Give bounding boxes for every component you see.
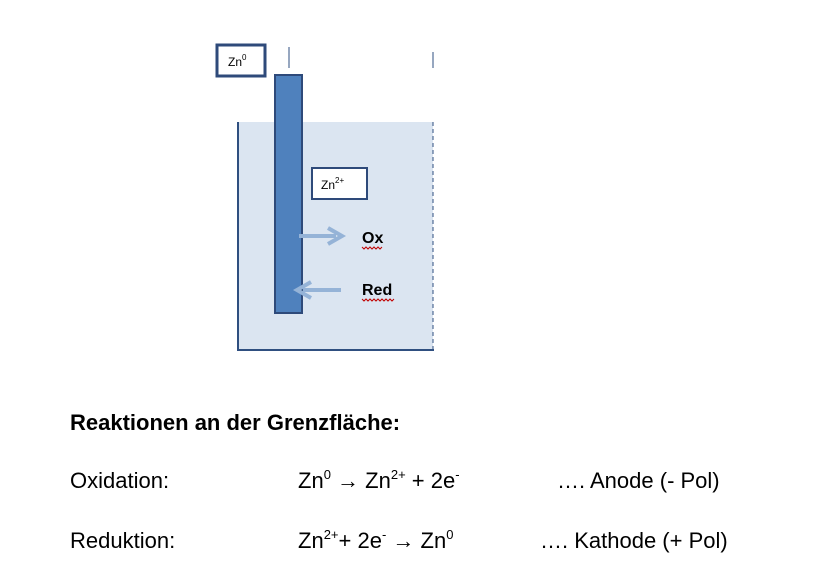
ox-eq-zn: Zn xyxy=(298,468,324,493)
zinc-electrode xyxy=(274,74,303,314)
red-eq-product: Zn xyxy=(420,528,447,553)
galvanic-half-cell-diagram: Zn0 Zn2+ Ox Red xyxy=(215,43,434,351)
red-eq-ion-sup: 2+ xyxy=(323,527,339,542)
ox-eq-zn-sup: 0 xyxy=(323,467,331,482)
oxidation-equation: Zn0 → Zn2+ + 2e- xyxy=(298,468,460,494)
reduction-equation: Zn2++ 2e- → Zn0 xyxy=(298,528,453,554)
arrow-oxidation-right xyxy=(299,226,347,246)
arrow-red-label: Red xyxy=(362,282,392,299)
red-eq-e-sup: - xyxy=(381,527,387,542)
red-eq-ion: Zn xyxy=(298,528,324,553)
electrode-label-sup: 0 xyxy=(242,53,247,62)
ion-label-sup: 2+ xyxy=(335,176,344,185)
oxidation-electrode: …. Anode (- Pol) xyxy=(557,468,720,493)
ox-eq-e-sup: - xyxy=(455,467,460,482)
ox-eq-arrow: → xyxy=(337,468,360,493)
ox-spellcheck-underline xyxy=(361,246,383,250)
ion-label-box: Zn2+ xyxy=(311,167,368,200)
ox-eq-plus: + 2e xyxy=(405,468,456,493)
reduction-name: Reduktion: xyxy=(70,528,176,553)
red-spellcheck-underline xyxy=(361,298,395,302)
ox-eq-product: Zn xyxy=(365,468,391,493)
red-eq-arrow: → xyxy=(386,528,421,553)
oxidation-name: Oxidation: xyxy=(70,468,170,493)
reduction-electrode: …. Kathode (+ Pol) xyxy=(540,528,728,553)
svg-text:Zn2+: Zn2+ xyxy=(321,176,344,192)
ox-eq-product-sup: 2+ xyxy=(390,467,406,482)
red-eq-product-sup: 0 xyxy=(446,527,454,542)
reactions-heading: Reaktionen an der Grenzfläche: xyxy=(70,410,401,435)
electrode-label-text: Zn xyxy=(228,55,242,69)
arrow-ox-label: Ox xyxy=(362,230,383,247)
arrow-reduction-left xyxy=(292,280,341,300)
svg-text:Zn0: Zn0 xyxy=(228,53,247,69)
red-eq-plus: + 2e xyxy=(338,528,382,553)
electrode-label-box: Zn0 xyxy=(215,43,267,78)
ion-label-text: Zn xyxy=(321,178,335,192)
